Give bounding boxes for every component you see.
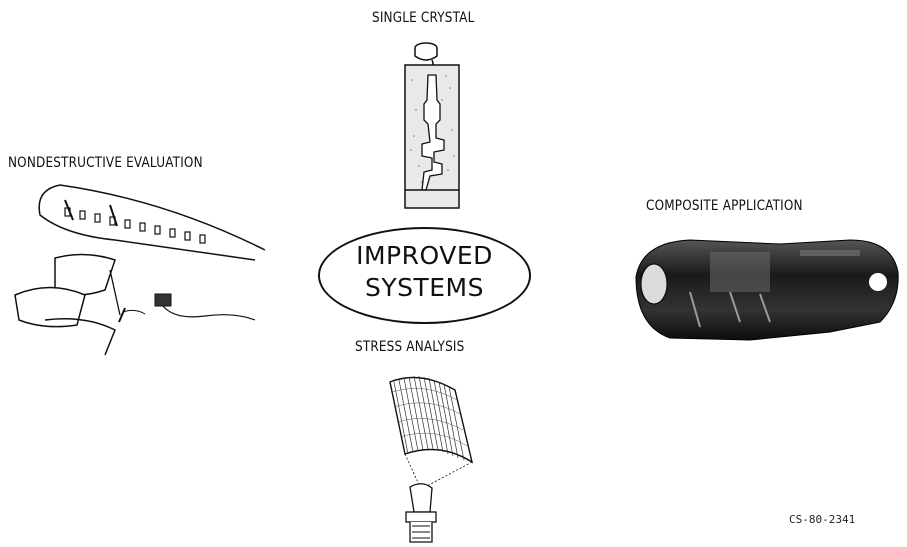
nondestructive-evaluation-label: NONDESTRUCTIVE EVALUATION (8, 155, 203, 171)
stress-analysis-label: STRESS ANALYSIS (355, 339, 465, 355)
single-crystal-illustration (404, 42, 460, 209)
center-title-line2: SYSTEMS (364, 273, 484, 302)
center-title-line1: IMPROVED (356, 241, 493, 270)
improved-systems-oval: IMPROVED SYSTEMS (318, 227, 531, 324)
composite-application-label: COMPOSITE APPLICATION (646, 198, 803, 214)
jet-engine-photo (635, 239, 899, 341)
aircraft-wing-illustration (14, 184, 266, 356)
stress-analysis-illustration (389, 375, 474, 543)
single-crystal-label: SINGLE CRYSTAL (372, 10, 475, 26)
figure-code: CS-80-2341 (789, 513, 856, 526)
